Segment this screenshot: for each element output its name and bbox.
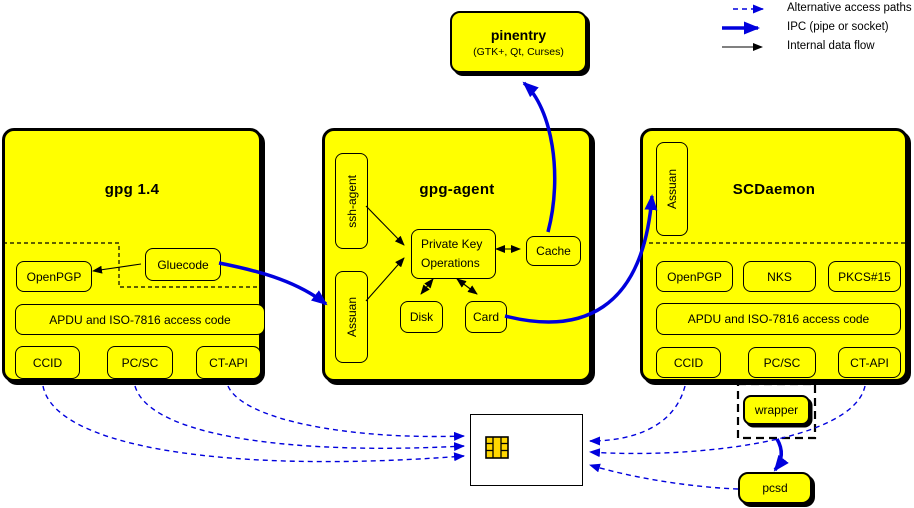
wrapper-node: wrapper [743, 395, 810, 425]
alt-gpg14-ccid-to-card [42, 385, 465, 463]
gpg14-pcsc-node: PC/SC [107, 346, 173, 379]
alt-scdaemon-ctapi-to-card [589, 385, 866, 458]
smartcard-chip-icon [485, 436, 509, 459]
gpgagent-card-node: Card [465, 301, 507, 333]
gpg14-box: gpg 1.4 OpenPGP Gluecode APDU and ISO-78… [2, 128, 265, 382]
gpgagent-assuan-node: Assuan [335, 271, 368, 363]
alt-scdaemon-ccid-to-card [589, 385, 686, 446]
pinentry-subtitle: (GTK+, Qt, Curses) [473, 45, 564, 58]
alt-gpg14-ctapi-to-card [227, 385, 465, 441]
gpgagent-title: gpg-agent [419, 181, 495, 198]
gpgagent-sshagent-node: ssh-agent [335, 153, 368, 249]
legend-label-alternative: Alternative access paths [787, 2, 912, 14]
scdaemon-openpgp-node: OpenPGP [656, 261, 733, 292]
smartcard [470, 414, 583, 486]
pcsd-node: pcsd [738, 472, 812, 504]
gpgagent-cache-node: Cache [526, 236, 581, 266]
scdaemon-title: SCDaemon [732, 181, 816, 198]
ipc-wrapper-to-pcsd [773, 438, 789, 472]
gpg14-ctapi-node: CT-API [196, 346, 261, 379]
alt-pcsd-to-card [589, 463, 739, 490]
scdaemon-box: SCDaemon Assuan OpenPGP NKS PKCS#15 APDU… [640, 128, 908, 382]
pinentry-title: pinentry [490, 26, 547, 43]
scdaemon-pkcs15-node: PKCS#15 [828, 261, 901, 292]
scdaemon-nks-node: NKS [743, 261, 816, 292]
gpgagent-private-key-operations-node: Private Key Operations [411, 229, 496, 279]
gpg14-apdu-node: APDU and ISO-7816 access code [15, 304, 265, 335]
pinentry-box: pinentry (GTK+, Qt, Curses) [450, 11, 587, 73]
legend-label-internal: Internal data flow [787, 40, 875, 52]
scdaemon-assuan-node: Assuan [656, 142, 688, 236]
legend-label-ipc: IPC (pipe or socket) [787, 21, 889, 33]
alt-gpg14-pcsc-to-card [134, 385, 465, 452]
gpg14-openpgp-node: OpenPGP [16, 261, 92, 292]
gpgagent-box: gpg-agent ssh-agent Assuan Private Key O… [322, 128, 592, 382]
gpgagent-disk-node: Disk [400, 301, 443, 333]
scdaemon-apdu-node: APDU and ISO-7816 access code [656, 303, 901, 335]
gpg14-title: gpg 1.4 [104, 181, 160, 198]
scdaemon-ctapi-node: CT-API [838, 347, 901, 378]
scdaemon-ccid-node: CCID [656, 347, 721, 378]
gpg14-gluecode-node: Gluecode [145, 248, 221, 281]
scdaemon-pcsc-node: PC/SC [748, 347, 816, 378]
gpg14-ccid-node: CCID [15, 346, 80, 379]
